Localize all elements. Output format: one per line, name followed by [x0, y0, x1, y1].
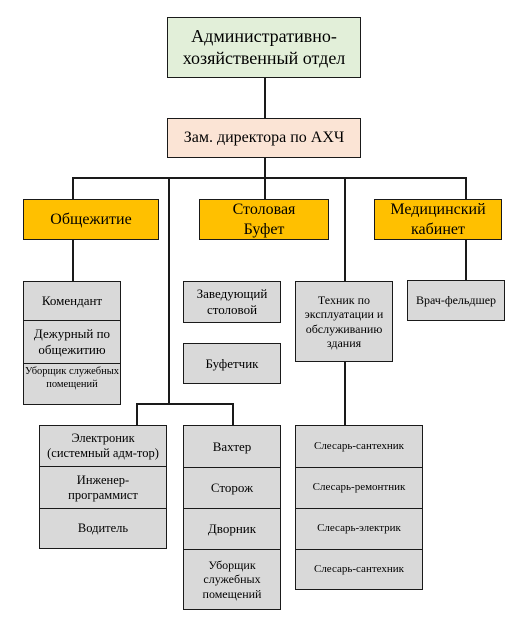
plumber-1-label: Слесарь-сантехник — [313, 439, 404, 452]
programmer-label: Инженер-программист — [68, 472, 138, 502]
deputy-director-box: Зам. директора по АХЧ — [167, 118, 361, 158]
technician-label: Техник по эксплуатации и обслуживанию зд… — [304, 292, 384, 350]
electronic-label: Электроник (системный адм-тор) — [47, 431, 159, 460]
dorm-label: Общежитие — [50, 210, 132, 228]
connector — [72, 240, 74, 281]
connector — [465, 177, 467, 199]
connector — [344, 362, 346, 425]
medic-box: Врач-фельдшер — [407, 280, 505, 321]
guard-group-guard: Сторож — [183, 467, 281, 509]
medical-label: Медицинский кабинет — [390, 201, 486, 238]
guard-group-cleaner: Уборщик служебных помещений — [183, 549, 281, 610]
admin-department-title: Административно-хозяйственный отдел — [182, 25, 346, 68]
it-group-programmer: Инженер-программист — [39, 466, 167, 509]
medic-label: Врач-фельдшер — [415, 293, 497, 308]
canteen-box: Столовая Буфет — [199, 199, 329, 240]
dorm-box: Общежитие — [23, 199, 159, 240]
guard-group-watchman: Вахтер — [183, 425, 281, 468]
commandant-label: Комендант — [41, 293, 103, 309]
technician-box: Техник по эксплуатации и обслуживанию зд… — [295, 281, 393, 362]
janitor-label: Дворник — [207, 521, 257, 537]
admin-department-box: Административно-хозяйственный отдел — [167, 17, 361, 78]
dorm-staff-cleaner: Уборщик служебных помещений — [23, 363, 121, 405]
connector — [465, 240, 467, 280]
canteen-head-label: Заведующий столовой — [196, 286, 268, 317]
connector — [264, 78, 266, 118]
maintenance-repairman: Слесарь-ремонтник — [295, 467, 423, 509]
repairman-label: Слесарь-ремонтник — [312, 481, 406, 494]
connector — [168, 177, 170, 403]
maintenance-plumber-2: Слесарь-сантехник — [295, 549, 423, 590]
connector — [232, 403, 234, 425]
buffet-label: Буфетчик — [205, 355, 259, 371]
deputy-director-label: Зам. директора по АХЧ — [183, 129, 345, 147]
dorm-cleaner-label: Уборщик служебных помещений — [24, 366, 120, 390]
dorm-staff-duty: Дежурный по общежитию — [23, 320, 121, 364]
maintenance-electrician: Слесарь-электрик — [295, 508, 423, 550]
plumber-2-label: Слесарь-сантехник — [313, 562, 404, 575]
medical-box: Медицинский кабинет — [374, 199, 502, 240]
canteen-label: Столовая Буфет — [232, 201, 296, 238]
connector — [136, 403, 233, 405]
connector — [264, 177, 266, 199]
guard-label: Сторож — [210, 480, 254, 496]
connector — [136, 403, 138, 425]
electrician-label: Слесарь-электрик — [317, 522, 401, 535]
buffet-box: Буфетчик — [183, 343, 281, 384]
connector — [72, 177, 466, 179]
canteen-head-box: Заведующий столовой — [183, 281, 281, 323]
maintenance-plumber-1: Слесарь-сантехник — [295, 425, 423, 468]
connector — [264, 158, 266, 177]
driver-label: Водитель — [77, 521, 129, 535]
guard-group-janitor: Дворник — [183, 508, 281, 550]
guard-cleaner-label: Уборщик служебных помещений — [202, 557, 262, 601]
connector — [344, 177, 346, 281]
it-group-electronic: Электроник (системный адм-тор) — [39, 425, 167, 467]
it-group-driver: Водитель — [39, 508, 167, 549]
connector — [72, 177, 74, 199]
dorm-staff-commandant: Комендант — [23, 281, 121, 321]
watchman-label: Вахтер — [212, 438, 252, 454]
duty-label: Дежурный по общежитию — [33, 326, 111, 357]
